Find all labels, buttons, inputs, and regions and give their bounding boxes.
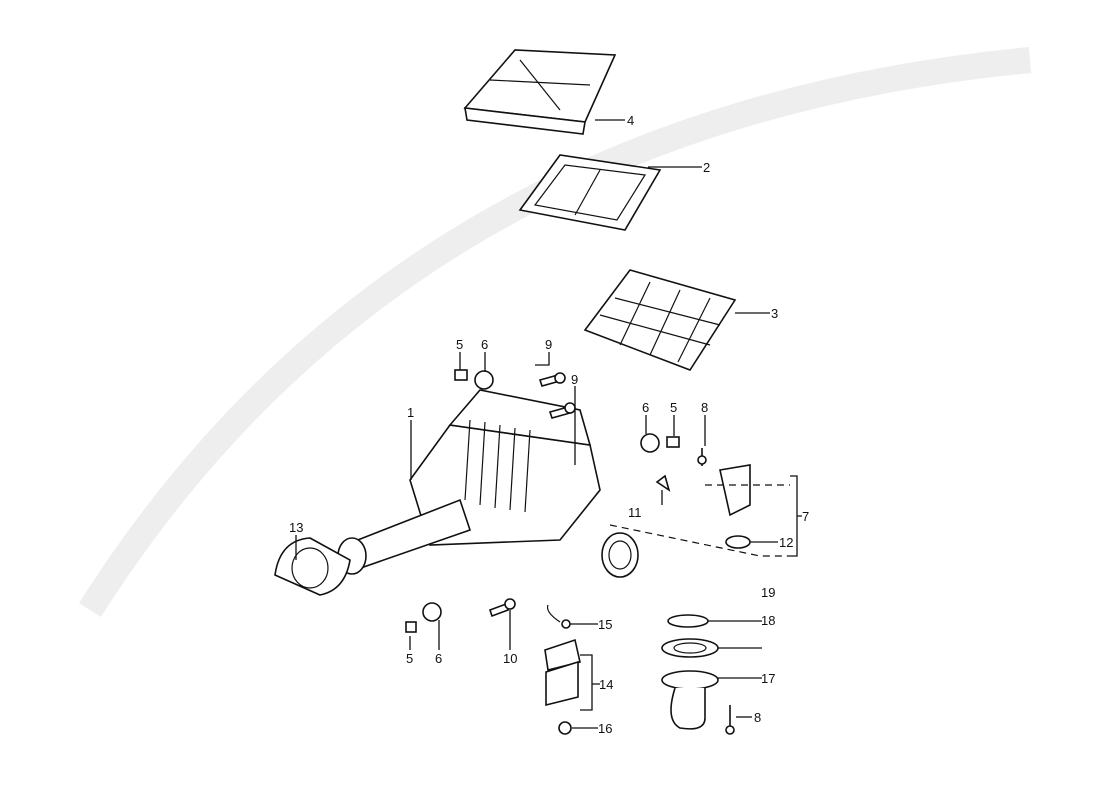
callout-4: 4 bbox=[627, 113, 634, 128]
callout-19: 19 bbox=[761, 585, 775, 600]
callout-5b: 5 bbox=[670, 400, 677, 415]
callout-9b: 9 bbox=[571, 372, 578, 387]
watermark-swoosh bbox=[79, 47, 1032, 617]
part-4-filter-element bbox=[463, 49, 617, 135]
part-13-mount bbox=[274, 537, 351, 596]
callout-10: 10 bbox=[503, 651, 517, 666]
callout-16: 16 bbox=[598, 721, 612, 736]
callout-9: 9 bbox=[545, 337, 552, 352]
callout-6b: 6 bbox=[642, 400, 649, 415]
callout-18: 18 bbox=[761, 613, 775, 628]
part-1-air-filter-housing bbox=[337, 389, 639, 578]
callout-labels: 4 2 3 5 6 9 9 1 6 5 8 7 11 12 13 5 6 10 … bbox=[289, 113, 809, 736]
callout-5: 5 bbox=[456, 337, 463, 352]
part-3-grid bbox=[583, 269, 737, 371]
callout-6c: 6 bbox=[435, 651, 442, 666]
leader-lines bbox=[295, 119, 802, 729]
callout-8b: 8 bbox=[754, 710, 761, 725]
watermark bbox=[79, 47, 1032, 617]
part-2-frame bbox=[518, 154, 662, 231]
callout-13: 13 bbox=[289, 520, 303, 535]
callout-12: 12 bbox=[779, 535, 793, 550]
small-parts bbox=[405, 369, 751, 735]
callout-1: 1 bbox=[407, 405, 414, 420]
callout-15: 15 bbox=[598, 617, 612, 632]
callout-7: 7 bbox=[802, 509, 809, 524]
callout-6: 6 bbox=[481, 337, 488, 352]
callout-2: 2 bbox=[703, 160, 710, 175]
callout-14: 14 bbox=[599, 677, 613, 692]
callout-8: 8 bbox=[701, 400, 708, 415]
callout-17: 17 bbox=[761, 671, 775, 686]
callout-3: 3 bbox=[771, 306, 778, 321]
callout-5c: 5 bbox=[406, 651, 413, 666]
callout-11: 11 bbox=[628, 505, 642, 520]
